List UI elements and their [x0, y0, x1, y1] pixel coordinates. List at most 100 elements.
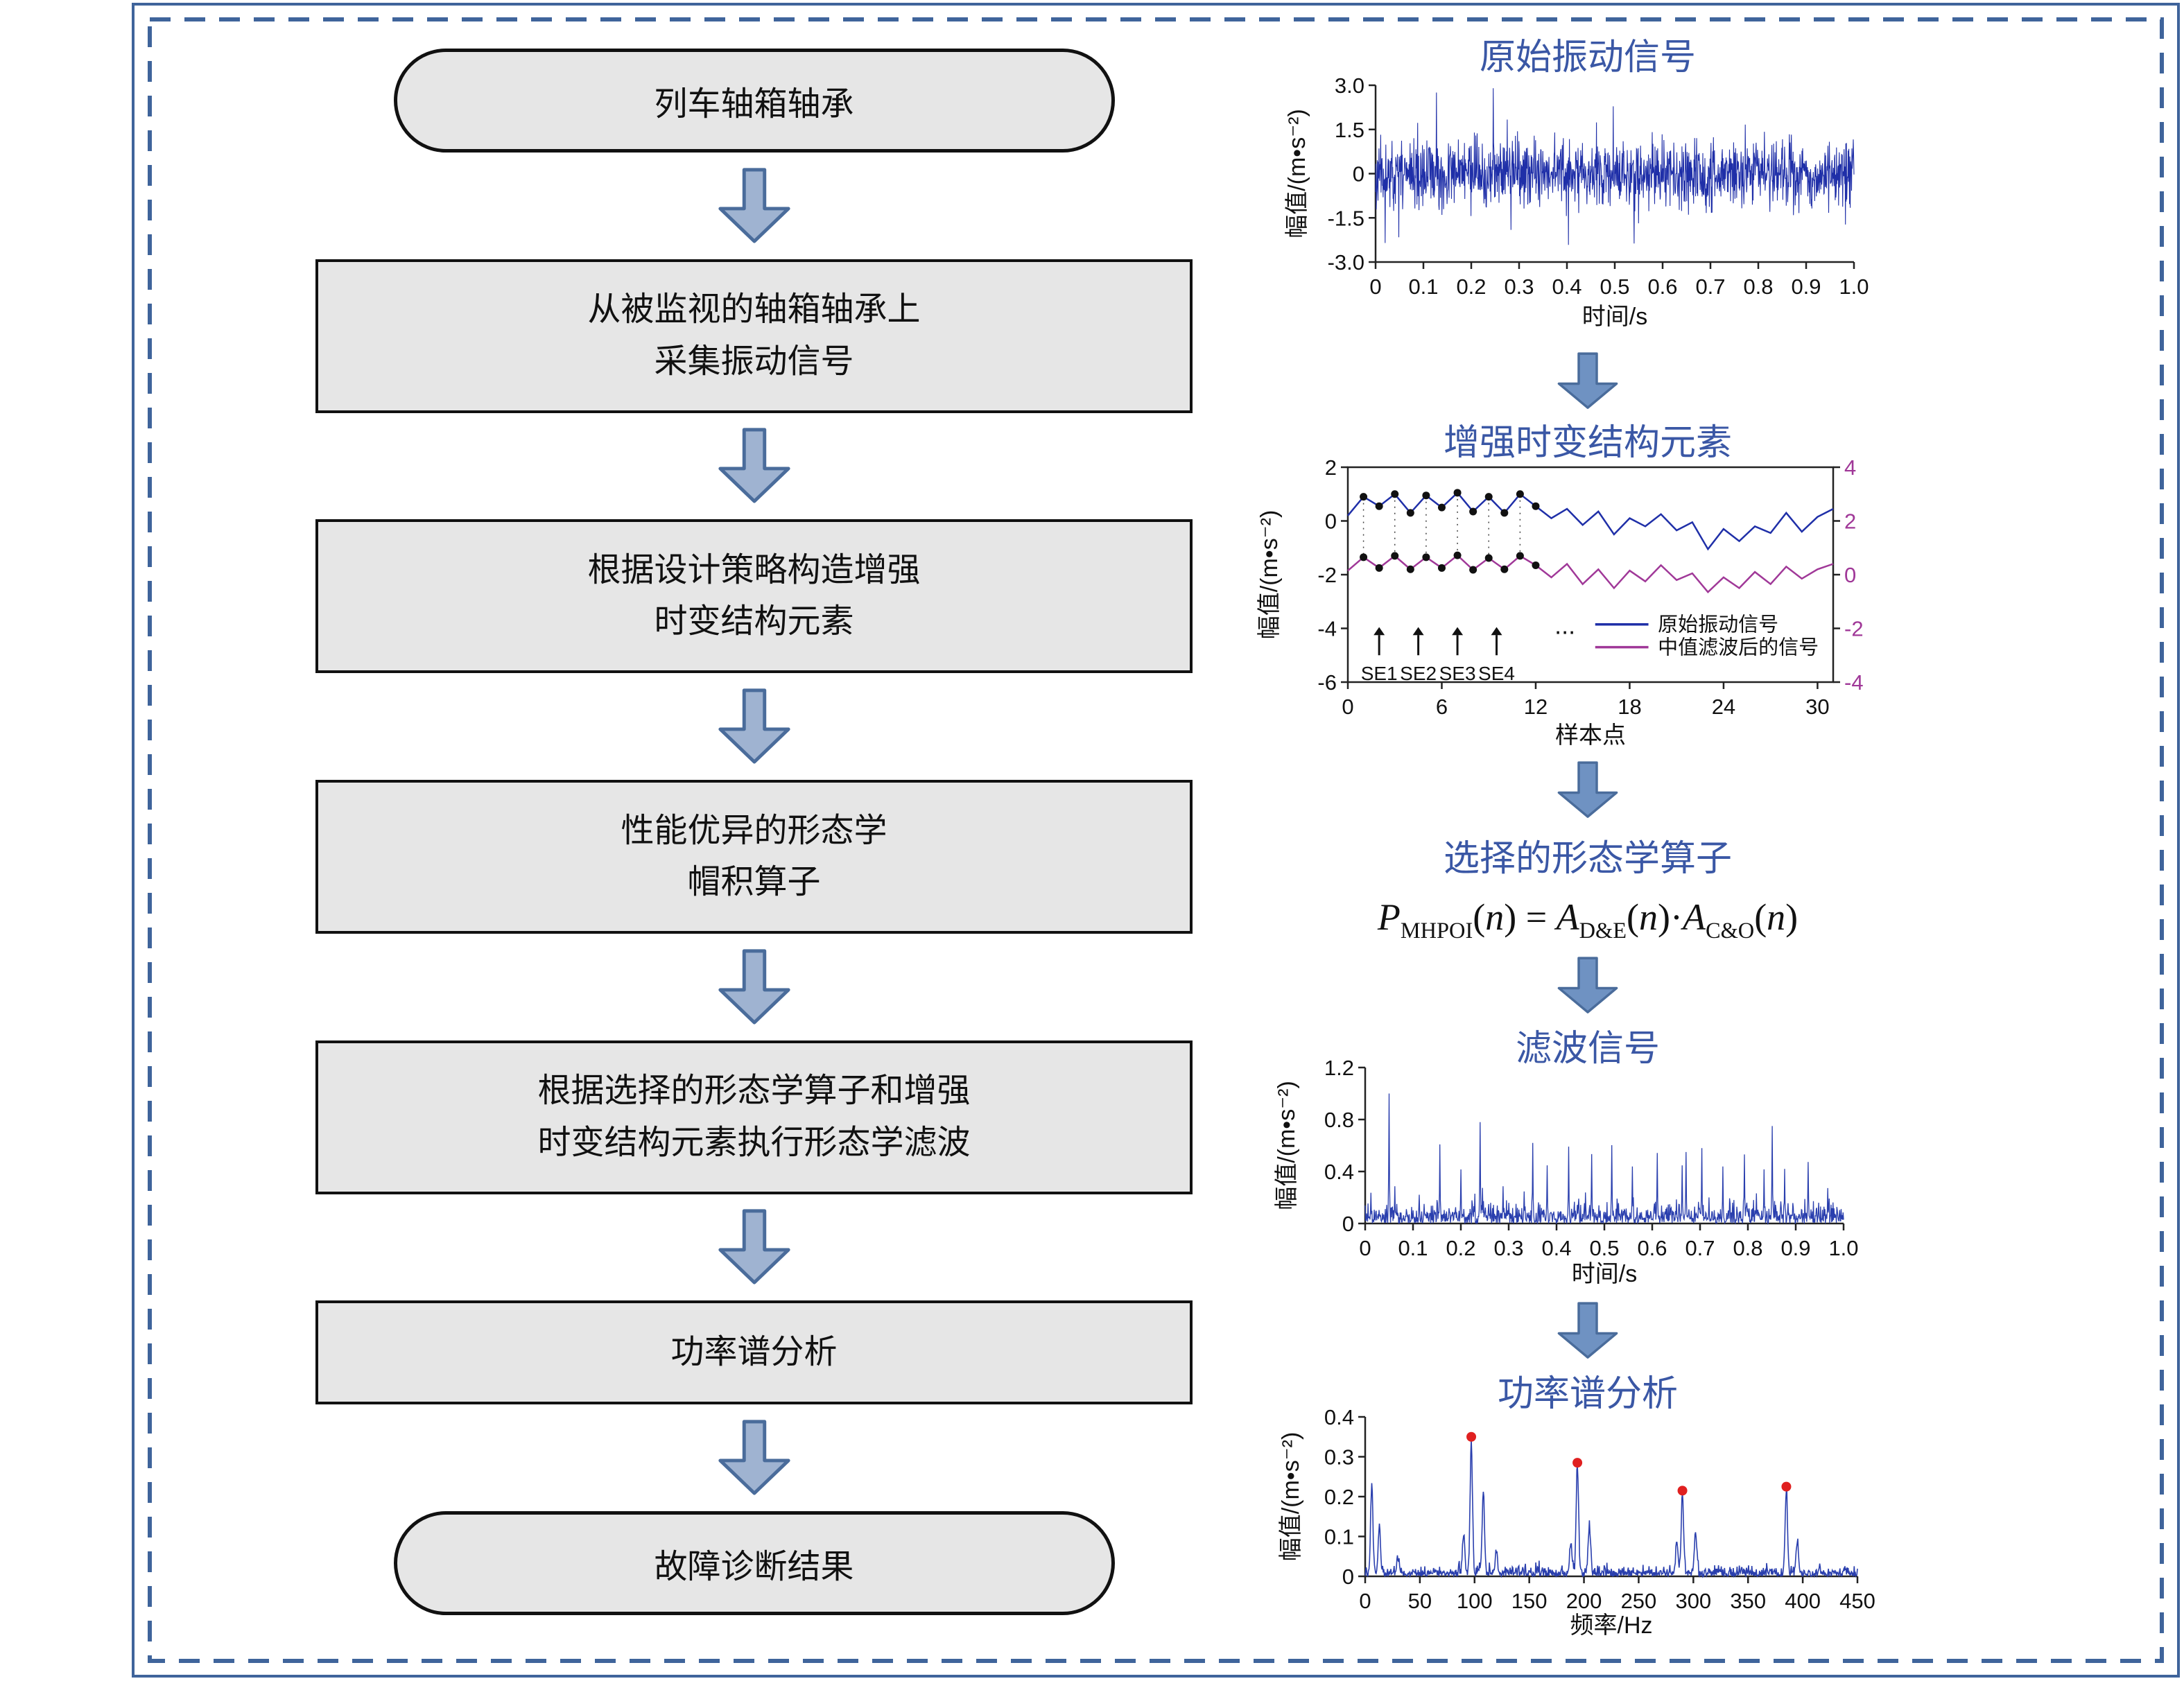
svg-text:3.0: 3.0 [1335, 73, 1364, 98]
svg-text:0.7: 0.7 [1685, 1236, 1715, 1260]
down-arrow-icon [718, 1420, 790, 1495]
svg-text:400: 400 [1785, 1589, 1821, 1613]
svg-text:0: 0 [1369, 275, 1381, 299]
flow-node-line: 性能优异的形态学 [621, 812, 887, 849]
formula-text: ( [1754, 896, 1767, 938]
formula-n: n [1485, 896, 1505, 938]
svg-text:50: 50 [1408, 1589, 1432, 1613]
svg-text:0.4: 0.4 [1324, 1160, 1354, 1184]
svg-text:0.2: 0.2 [1324, 1485, 1354, 1509]
flow-node-end: 故障诊断结果 [393, 1510, 1115, 1615]
svg-text:样本点: 样本点 [1555, 722, 1626, 749]
svg-text:幅值/(m•s⁻²): 幅值/(m•s⁻²) [1256, 510, 1283, 640]
svg-text:6: 6 [1436, 695, 1448, 719]
svg-text:0.2: 0.2 [1446, 1236, 1475, 1260]
formula-n: n [1767, 896, 1786, 938]
flow-node-acquire-signal: 从被监视的轴箱轴承上 采集振动信号 [315, 259, 1193, 413]
down-arrow-icon [1557, 957, 1618, 1013]
svg-text:SE1: SE1 [1361, 663, 1398, 684]
svg-text:4: 4 [1844, 458, 1856, 480]
flow-node-line: 功率谱分析 [670, 1334, 838, 1371]
svg-text:350: 350 [1730, 1589, 1766, 1613]
svg-text:SE4: SE4 [1478, 663, 1515, 684]
formula-text: ) = [1504, 896, 1557, 938]
down-arrow-icon [718, 428, 790, 504]
formula-n: n [1639, 896, 1658, 938]
flow-node-operator: 性能优异的形态学 帽积算子 [315, 779, 1193, 934]
svg-text:0.1: 0.1 [1324, 1525, 1354, 1549]
svg-text:原始振动信号: 原始振动信号 [1658, 613, 1778, 636]
svg-text:2: 2 [1844, 509, 1856, 534]
flow-node-start: 列车轴箱轴承 [393, 49, 1115, 153]
formula-p: P [1377, 896, 1401, 938]
section-title-power-spectrum: 功率谱分析 [1497, 1374, 1678, 1414]
inner-dashed-frame [148, 17, 2164, 1663]
down-arrow-icon [1557, 352, 1618, 409]
flow-node-line: 时变结构元素执行形态学滤波 [537, 1124, 971, 1161]
svg-text:0.3: 0.3 [1324, 1445, 1354, 1470]
svg-text:0.5: 0.5 [1589, 1236, 1619, 1260]
svg-text:0: 0 [1359, 1589, 1371, 1613]
svg-text:0: 0 [1353, 162, 1364, 186]
svg-text:SE2: SE2 [1400, 663, 1437, 684]
svg-text:0.4: 0.4 [1324, 1407, 1354, 1429]
flow-node-construct-se: 根据设计策略构造增强 时变结构元素 [315, 519, 1193, 674]
down-arrow-icon [1557, 761, 1618, 818]
svg-text:0.8: 0.8 [1743, 275, 1773, 299]
section-title-raw-signal: 原始振动信号 [1479, 37, 1696, 78]
svg-text:300: 300 [1675, 1589, 1711, 1613]
svg-text:1.5: 1.5 [1335, 118, 1364, 142]
down-arrow-icon [718, 168, 790, 243]
flow-node-line: 采集振动信号 [654, 342, 854, 380]
svg-text:0: 0 [1844, 563, 1856, 587]
svg-text:幅值/(m•s⁻²): 幅值/(m•s⁻²) [1278, 1432, 1304, 1562]
svg-text:0.6: 0.6 [1647, 275, 1677, 299]
svg-text:0.3: 0.3 [1493, 1236, 1523, 1260]
down-arrow-icon [718, 688, 790, 764]
svg-text:0: 0 [1325, 509, 1337, 534]
svg-text:时间/s: 时间/s [1572, 1261, 1637, 1287]
svg-text:1.0: 1.0 [1839, 275, 1869, 299]
flow-node-spectrum-analysis: 功率谱分析 [315, 1300, 1193, 1405]
formula-p-sub: MHPOI [1400, 918, 1473, 943]
svg-text:0.9: 0.9 [1791, 275, 1821, 299]
flow-node-filtering: 根据选择的形态学算子和增强 时变结构元素执行形态学滤波 [315, 1040, 1193, 1194]
formula-text: ( [1473, 896, 1486, 938]
flow-node-end-label: 故障诊断结果 [654, 1548, 854, 1585]
flowchart: 列车轴箱轴承 从被监视的轴箱轴承上 采集振动信号 根据设计策略构造增强 时变结构… [315, 49, 1193, 1615]
svg-text:250: 250 [1621, 1589, 1657, 1613]
svg-text:0.4: 0.4 [1552, 275, 1581, 299]
svg-text:0.1: 0.1 [1398, 1236, 1428, 1260]
svg-text:1.2: 1.2 [1324, 1059, 1354, 1080]
svg-text:0.6: 0.6 [1637, 1236, 1667, 1260]
down-arrow-icon [1557, 1302, 1618, 1359]
flow-node-start-label: 列车轴箱轴承 [654, 86, 854, 123]
svg-text:0.7: 0.7 [1695, 275, 1725, 299]
svg-text:-1.5: -1.5 [1328, 206, 1364, 230]
outer-solid-frame [132, 3, 2180, 1678]
formula-a1-sub: D&E [1579, 918, 1627, 943]
formula-a2-sub: C&O [1705, 918, 1755, 943]
svg-text:SE3: SE3 [1439, 663, 1476, 684]
svg-text:0.4: 0.4 [1541, 1236, 1571, 1260]
svg-text:1.0: 1.0 [1828, 1236, 1858, 1260]
section-title-filtered-signal: 滤波信号 [1515, 1029, 1660, 1069]
formula-a1: A [1556, 896, 1579, 938]
svg-text:0: 0 [1342, 1565, 1354, 1589]
svg-text:2: 2 [1325, 458, 1337, 480]
svg-text:-4: -4 [1317, 617, 1337, 641]
svg-text:-2: -2 [1317, 563, 1337, 587]
svg-text:频率/Hz: 频率/Hz [1570, 1612, 1653, 1639]
flow-node-line: 根据设计策略构造增强 [587, 551, 921, 589]
flow-node-line: 时变结构元素 [654, 603, 854, 641]
down-arrow-icon [718, 949, 790, 1025]
svg-text:0.2: 0.2 [1456, 275, 1486, 299]
svg-text:-4: -4 [1844, 670, 1864, 695]
svg-text:0: 0 [1359, 1236, 1371, 1260]
formula-a2: A [1682, 896, 1706, 938]
svg-text:...: ... [1554, 611, 1575, 639]
svg-text:0.3: 0.3 [1504, 275, 1534, 299]
